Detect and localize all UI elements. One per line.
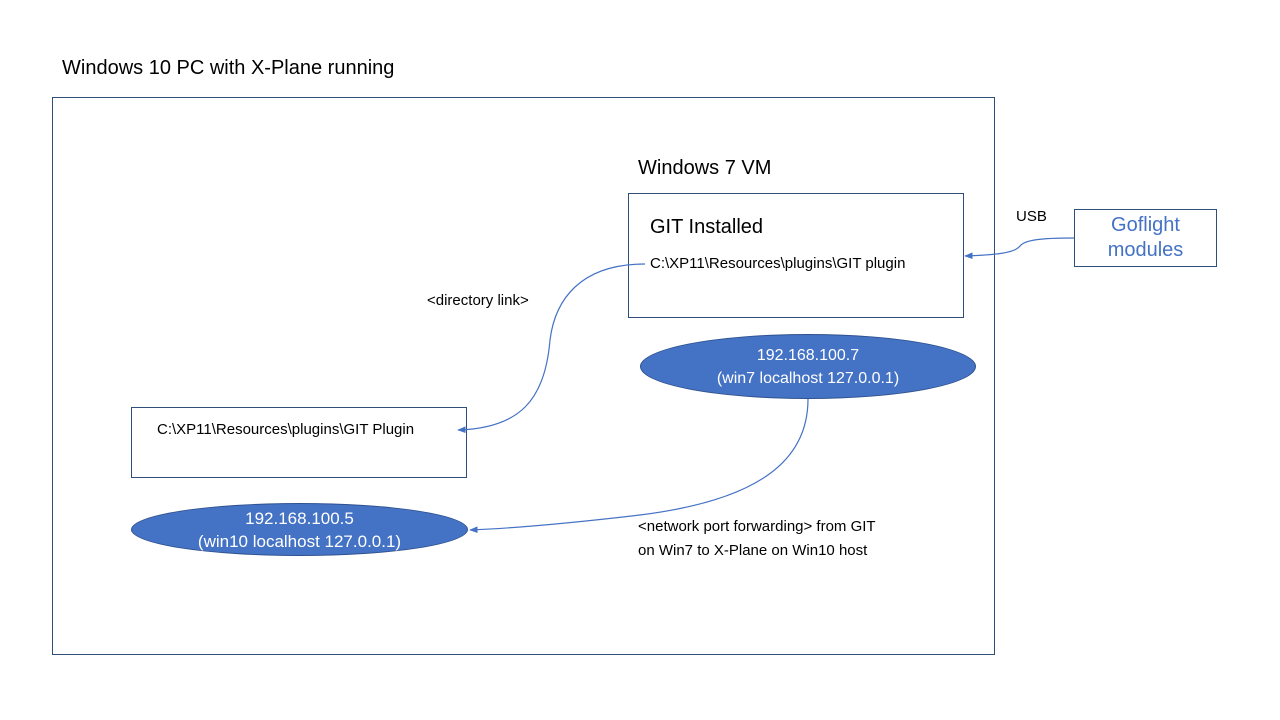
host-ip: 192.168.100.5: [245, 508, 354, 528]
port-forwarding-label: <network port forwarding> from GIT on Wi…: [638, 515, 876, 563]
vm-git-box: [628, 193, 964, 318]
vm-plugin-path: C:\XP11\Resources\plugins\GIT plugin: [650, 255, 906, 272]
host-localhost: (win10 localhost 127.0.0.1): [197, 531, 402, 551]
host-pc-container: [52, 97, 995, 655]
vm-ip: 192.168.100.7: [756, 346, 860, 364]
host-ip-ellipse: 192.168.100.5 (win10 localhost 127.0.0.1…: [131, 503, 468, 556]
usb-label: USB: [1016, 208, 1047, 225]
vm-git-heading: GIT Installed: [650, 216, 764, 238]
vm-title: Windows 7 VM: [638, 157, 772, 179]
goflight-line1: Goflight: [1111, 214, 1180, 236]
host-title: Windows 10 PC with X-Plane running: [62, 57, 395, 79]
goflight-modules-box: Goflight modules: [1074, 209, 1217, 267]
host-plugin-path: C:\XP11\Resources\plugins\GIT Plugin: [157, 421, 415, 438]
goflight-line2: modules: [1107, 239, 1184, 261]
directory-link-label: <directory link>: [427, 292, 529, 309]
vm-localhost: (win7 localhost 127.0.0.1): [716, 369, 900, 387]
port-forwarding-line1: <network port forwarding> from GIT: [638, 518, 876, 535]
vm-ip-ellipse: 192.168.100.7 (win7 localhost 127.0.0.1): [640, 334, 976, 399]
host-plugin-box: [131, 407, 467, 478]
port-forwarding-line2: on Win7 to X-Plane on Win10 host: [638, 542, 868, 559]
